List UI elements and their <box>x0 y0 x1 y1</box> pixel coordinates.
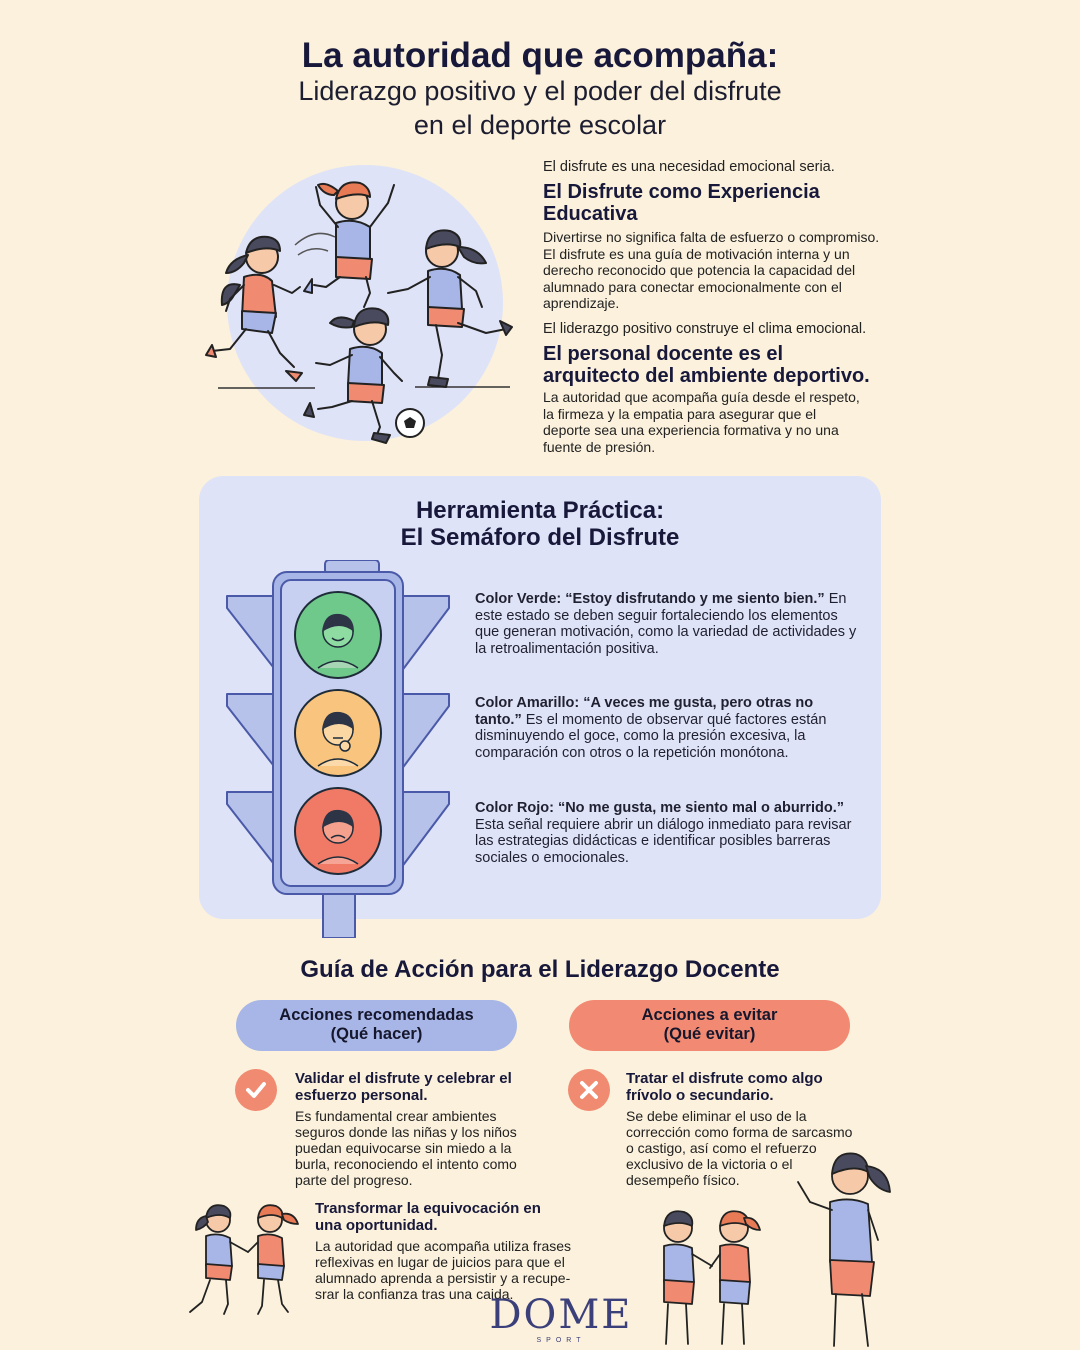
intro-kicker-1: El disfrute es una necesidad emocional s… <box>543 159 835 175</box>
avoid-item-1-text: Se debe eliminar el uso de la corrección… <box>626 1108 853 1188</box>
kids-playing-illustration <box>205 165 513 444</box>
brand-logo-subtext: SPORT <box>536 1337 586 1344</box>
intro-text-2: La autoridad que acompaña guía desde el … <box>543 389 860 455</box>
signal-green-text: En este estado se deben seguir fortaleci… <box>475 591 857 657</box>
signal-red-text: Esta señal requiere abrir un diálogo inm… <box>475 816 852 866</box>
signal-yellow-label: Color Amarillo: “A veces me gusta, pero … <box>475 695 814 728</box>
tool-title-line-1: Herramienta Práctica: <box>415 497 665 524</box>
signal-red-label: Color Rojo: “No me gusta, me siento mal … <box>475 800 844 816</box>
teacher-and-kids-illustration <box>663 1152 891 1347</box>
recommended-item-1-text: Es fundamental crear ambientes seguros d… <box>295 1108 517 1188</box>
recommended-item-2-heading: Transformar la equivocación en una oport… <box>315 1200 541 1234</box>
recommended-item-2-text: La autoridad que acompaña utiliza frases… <box>315 1238 572 1302</box>
brand-logo: DOME SPORT <box>476 1293 646 1349</box>
guide-title: Guía de Acción para el Liderazgo Docente <box>300 956 780 983</box>
brand-logo-text: DOME <box>489 1292 633 1338</box>
recommended-pill-line-1: Acciones recomendadas <box>279 1006 474 1024</box>
avoid-pill-line-1: Acciones a evitar <box>641 1006 778 1024</box>
tool-title-line-2: El Semáforo del Disfrute <box>400 524 680 551</box>
intro-heading-2: El personal docente es el arquitecto del… <box>543 343 870 387</box>
avoid-pill-line-2: (Qué evitar) <box>663 1025 756 1043</box>
page-title: La autoridad que acompaña: <box>301 36 779 75</box>
intro-kicker-2: El liderazgo positivo construye el clima… <box>543 321 867 337</box>
avoid-item-1-heading: Tratar el disfrute como algo frívolo o s… <box>626 1070 823 1104</box>
red-light-face-icon <box>294 787 382 875</box>
two-girls-illustration <box>189 1204 299 1315</box>
signal-green: Color Verde: “Estoy disfrutando y me sie… <box>475 591 860 657</box>
recommended-pill-line-2: (Qué hacer) <box>330 1025 423 1043</box>
intro-text-1: Divertirse no significa falta de esfuerz… <box>543 229 880 311</box>
cross-icon <box>568 1069 610 1111</box>
yellow-light-face-icon <box>294 689 382 777</box>
traffic-light-icon <box>226 560 450 938</box>
page-subtitle-line-2: en el deporte escolar <box>413 110 667 140</box>
recommended-actions-pill: Acciones recomendadas (Qué hacer) <box>236 1000 517 1051</box>
green-light-face-icon <box>294 591 382 679</box>
tool-title: Herramienta Práctica: El Semáforo del Di… <box>199 497 881 551</box>
check-icon <box>235 1069 277 1111</box>
page-subtitle-line-1: Liderazgo positivo y el poder del disfru… <box>298 76 782 106</box>
signal-red: Color Rojo: “No me gusta, me siento mal … <box>475 800 860 866</box>
recommended-item-1-heading: Validar el disfrute y celebrar el esfuer… <box>295 1070 512 1104</box>
signal-green-label: Color Verde: “Estoy disfrutando y me sie… <box>475 591 825 607</box>
avoid-actions-pill: Acciones a evitar (Qué evitar) <box>569 1000 850 1051</box>
signal-yellow: Color Amarillo: “A veces me gusta, pero … <box>475 695 860 761</box>
signal-yellow-text: Es el momento de observar qué factores e… <box>475 711 827 761</box>
intro-heading-1: El Disfrute como Experiencia Educativa <box>543 181 820 225</box>
